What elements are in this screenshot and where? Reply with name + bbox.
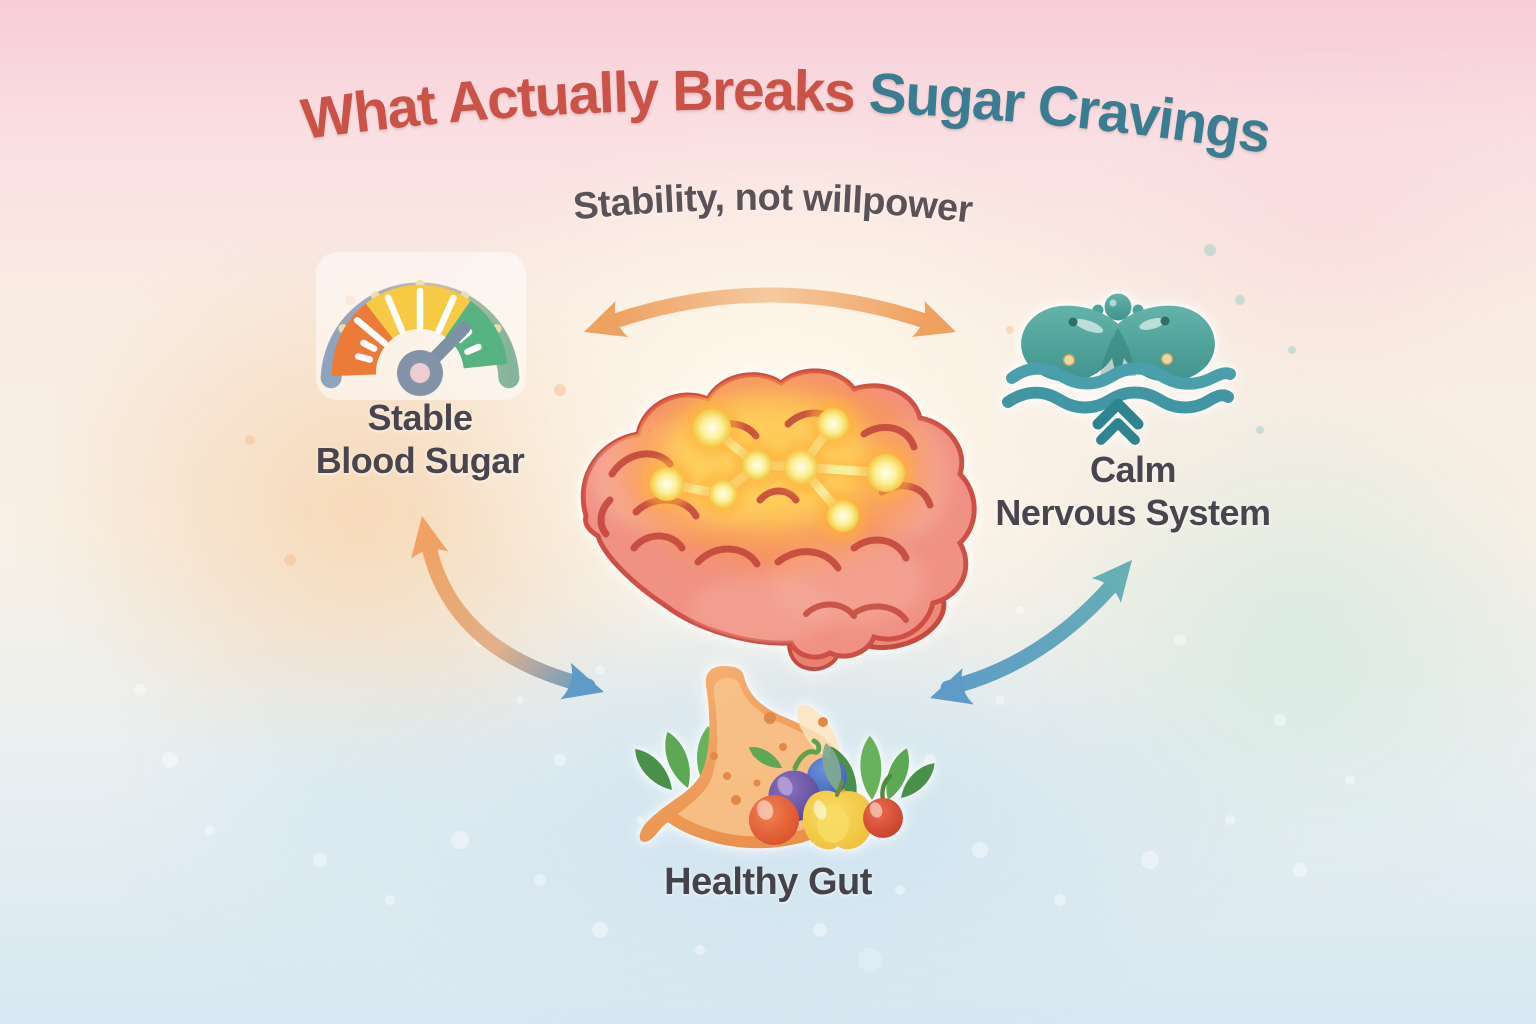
- speckle-texture: [134, 244, 1355, 972]
- brain-neural-network-icon: [583, 370, 974, 671]
- nervous-system-icon: [1002, 293, 1236, 445]
- stomach-with-fruits-icon: [628, 666, 941, 850]
- label-healthy-gut: Healthy Gut: [608, 860, 928, 906]
- label-line: Stable: [367, 397, 473, 438]
- cherry: [863, 798, 903, 838]
- label-line: Blood Sugar: [315, 440, 525, 482]
- label-stable-blood-sugar: Stable Blood Sugar: [280, 396, 560, 482]
- page-title: What Actually Breaks Sugar Cravings: [298, 59, 1274, 166]
- neural-nodes: [650, 408, 905, 532]
- label-calm-nervous-system: Calm Nervous System: [978, 448, 1288, 534]
- gauge-hub-center: [410, 363, 430, 383]
- nervous-dot-right: [1160, 316, 1170, 326]
- gauge-icon: [316, 252, 526, 400]
- connection-arrow-bloodsugar-nervous: [577, 287, 963, 350]
- chevron-up-icon: [1092, 398, 1144, 445]
- connection-arrow-bloodsugar-gut: [403, 512, 610, 711]
- label-line: Nervous System: [995, 492, 1271, 534]
- calm-waves: [1002, 362, 1236, 414]
- nervous-dot-left: [1068, 317, 1078, 327]
- tomato: [749, 795, 799, 845]
- neural-network: [641, 399, 914, 541]
- nervous-knob: [1104, 293, 1132, 321]
- label-line: Healthy Gut: [664, 861, 872, 903]
- connection-arrow-gut-nervous: [924, 547, 1147, 717]
- label-line: Calm: [1089, 449, 1177, 490]
- plum-vine: [792, 738, 822, 771]
- page-subtitle: Stability, not willpower: [571, 177, 975, 232]
